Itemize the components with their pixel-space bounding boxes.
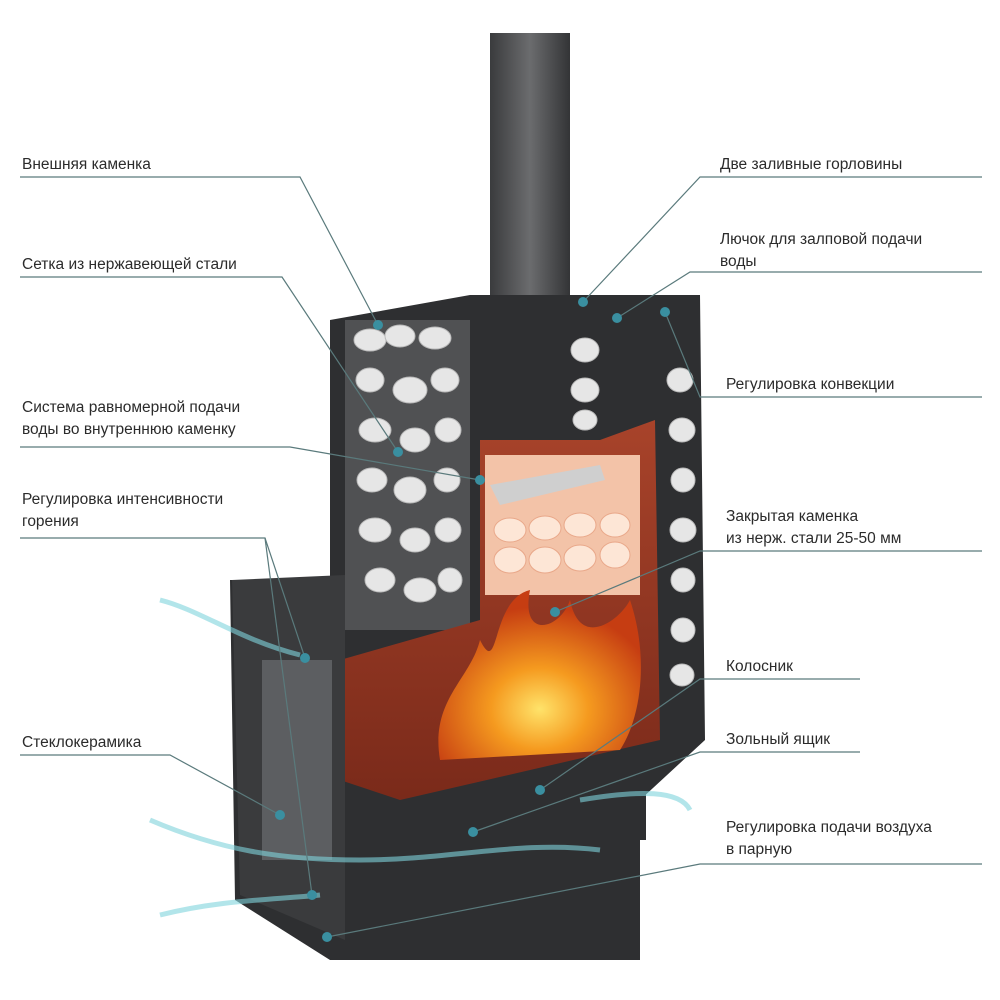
label-line: Закрытая каменка bbox=[726, 508, 859, 525]
inner-stones bbox=[493, 512, 631, 574]
label-grate: Колосник bbox=[726, 658, 793, 675]
label-line: Система равномерной подачи bbox=[22, 399, 241, 416]
leader-dots bbox=[275, 297, 670, 942]
label-air-supply-control: Регулировка подачи воздуха в парную bbox=[726, 817, 932, 861]
label-two-filler-necks: Две заливные горловины bbox=[720, 156, 903, 173]
stones bbox=[353, 324, 697, 687]
label-combustion-control: Регулировка интенсивности горения bbox=[22, 489, 223, 533]
leader-lines bbox=[20, 176, 982, 938]
label-line: горения bbox=[22, 513, 79, 530]
label-line: Регулировка интенсивности bbox=[22, 491, 224, 508]
label-line: Лючок для залповой подачи bbox=[720, 231, 923, 248]
label-convection-control: Регулировка конвекции bbox=[726, 376, 895, 393]
label-glass-ceramic: Стеклокерамика bbox=[22, 734, 142, 751]
label-line: в парную bbox=[726, 841, 793, 858]
label-stainless-mesh: Сетка из нержавеющей стали bbox=[22, 256, 237, 273]
flame bbox=[438, 590, 641, 760]
label-outer-stone-heater: Внешняя каменка bbox=[22, 156, 151, 173]
air-flow bbox=[149, 597, 693, 918]
label-ash-box: Зольный ящик bbox=[726, 731, 831, 748]
label-line: воды bbox=[720, 253, 757, 270]
label-line: воды во внутреннюю каменку bbox=[22, 421, 236, 438]
label-closed-stone-heater: Закрытая каменка из нерж. стали 25-50 мм bbox=[726, 506, 901, 550]
label-line: из нерж. стали 25-50 мм bbox=[726, 530, 902, 547]
label-volley-water-hatch: Лючок для залповой подачи воды bbox=[720, 229, 922, 273]
label-water-supply-system: Система равномерной подачи воды во внутр… bbox=[22, 397, 240, 441]
label-line: Регулировка подачи воздуха bbox=[726, 819, 932, 836]
